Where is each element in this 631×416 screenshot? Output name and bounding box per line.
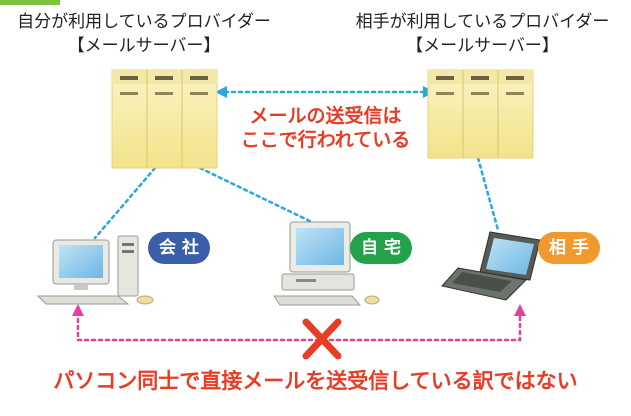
desktop-computer-icon bbox=[273, 221, 380, 306]
exchange-note-line1: メールの送受信は bbox=[249, 105, 402, 127]
server-rack-icon bbox=[427, 69, 534, 159]
laptop-computer-icon bbox=[441, 231, 541, 301]
server-rack-icon bbox=[111, 69, 218, 169]
own-provider-label: 自分が利用しているプロバイダー bbox=[17, 12, 271, 32]
corner-accent-bar bbox=[0, 0, 60, 5]
exchange-note-line2: ここで行われている bbox=[240, 129, 411, 151]
badge-partner: 相手 bbox=[538, 232, 600, 264]
x-cross-icon bbox=[302, 318, 342, 360]
connection-lines bbox=[76, 90, 522, 342]
arrow-head-left bbox=[215, 86, 227, 98]
other-server-label: 【メールサーバー】 bbox=[406, 36, 559, 56]
badge-home: 自宅 bbox=[350, 232, 412, 264]
arrow-head-up-left bbox=[72, 304, 84, 316]
arrow-head-up-right bbox=[514, 304, 526, 316]
line-own-server-to-office bbox=[93, 166, 157, 240]
line-direct-pc-to-pc bbox=[76, 310, 522, 342]
other-provider-label: 相手が利用しているプロバイダー bbox=[355, 12, 610, 32]
line-own-server-to-home bbox=[198, 166, 320, 227]
desktop-computer-icon bbox=[36, 235, 154, 305]
bottom-message: パソコン同士で直接メールを送受信している訳ではない bbox=[53, 369, 578, 393]
line-other-server-to-partner bbox=[476, 156, 500, 232]
badge-office: 会社 bbox=[148, 232, 210, 264]
own-server-label: 【メールサーバー】 bbox=[67, 36, 221, 56]
